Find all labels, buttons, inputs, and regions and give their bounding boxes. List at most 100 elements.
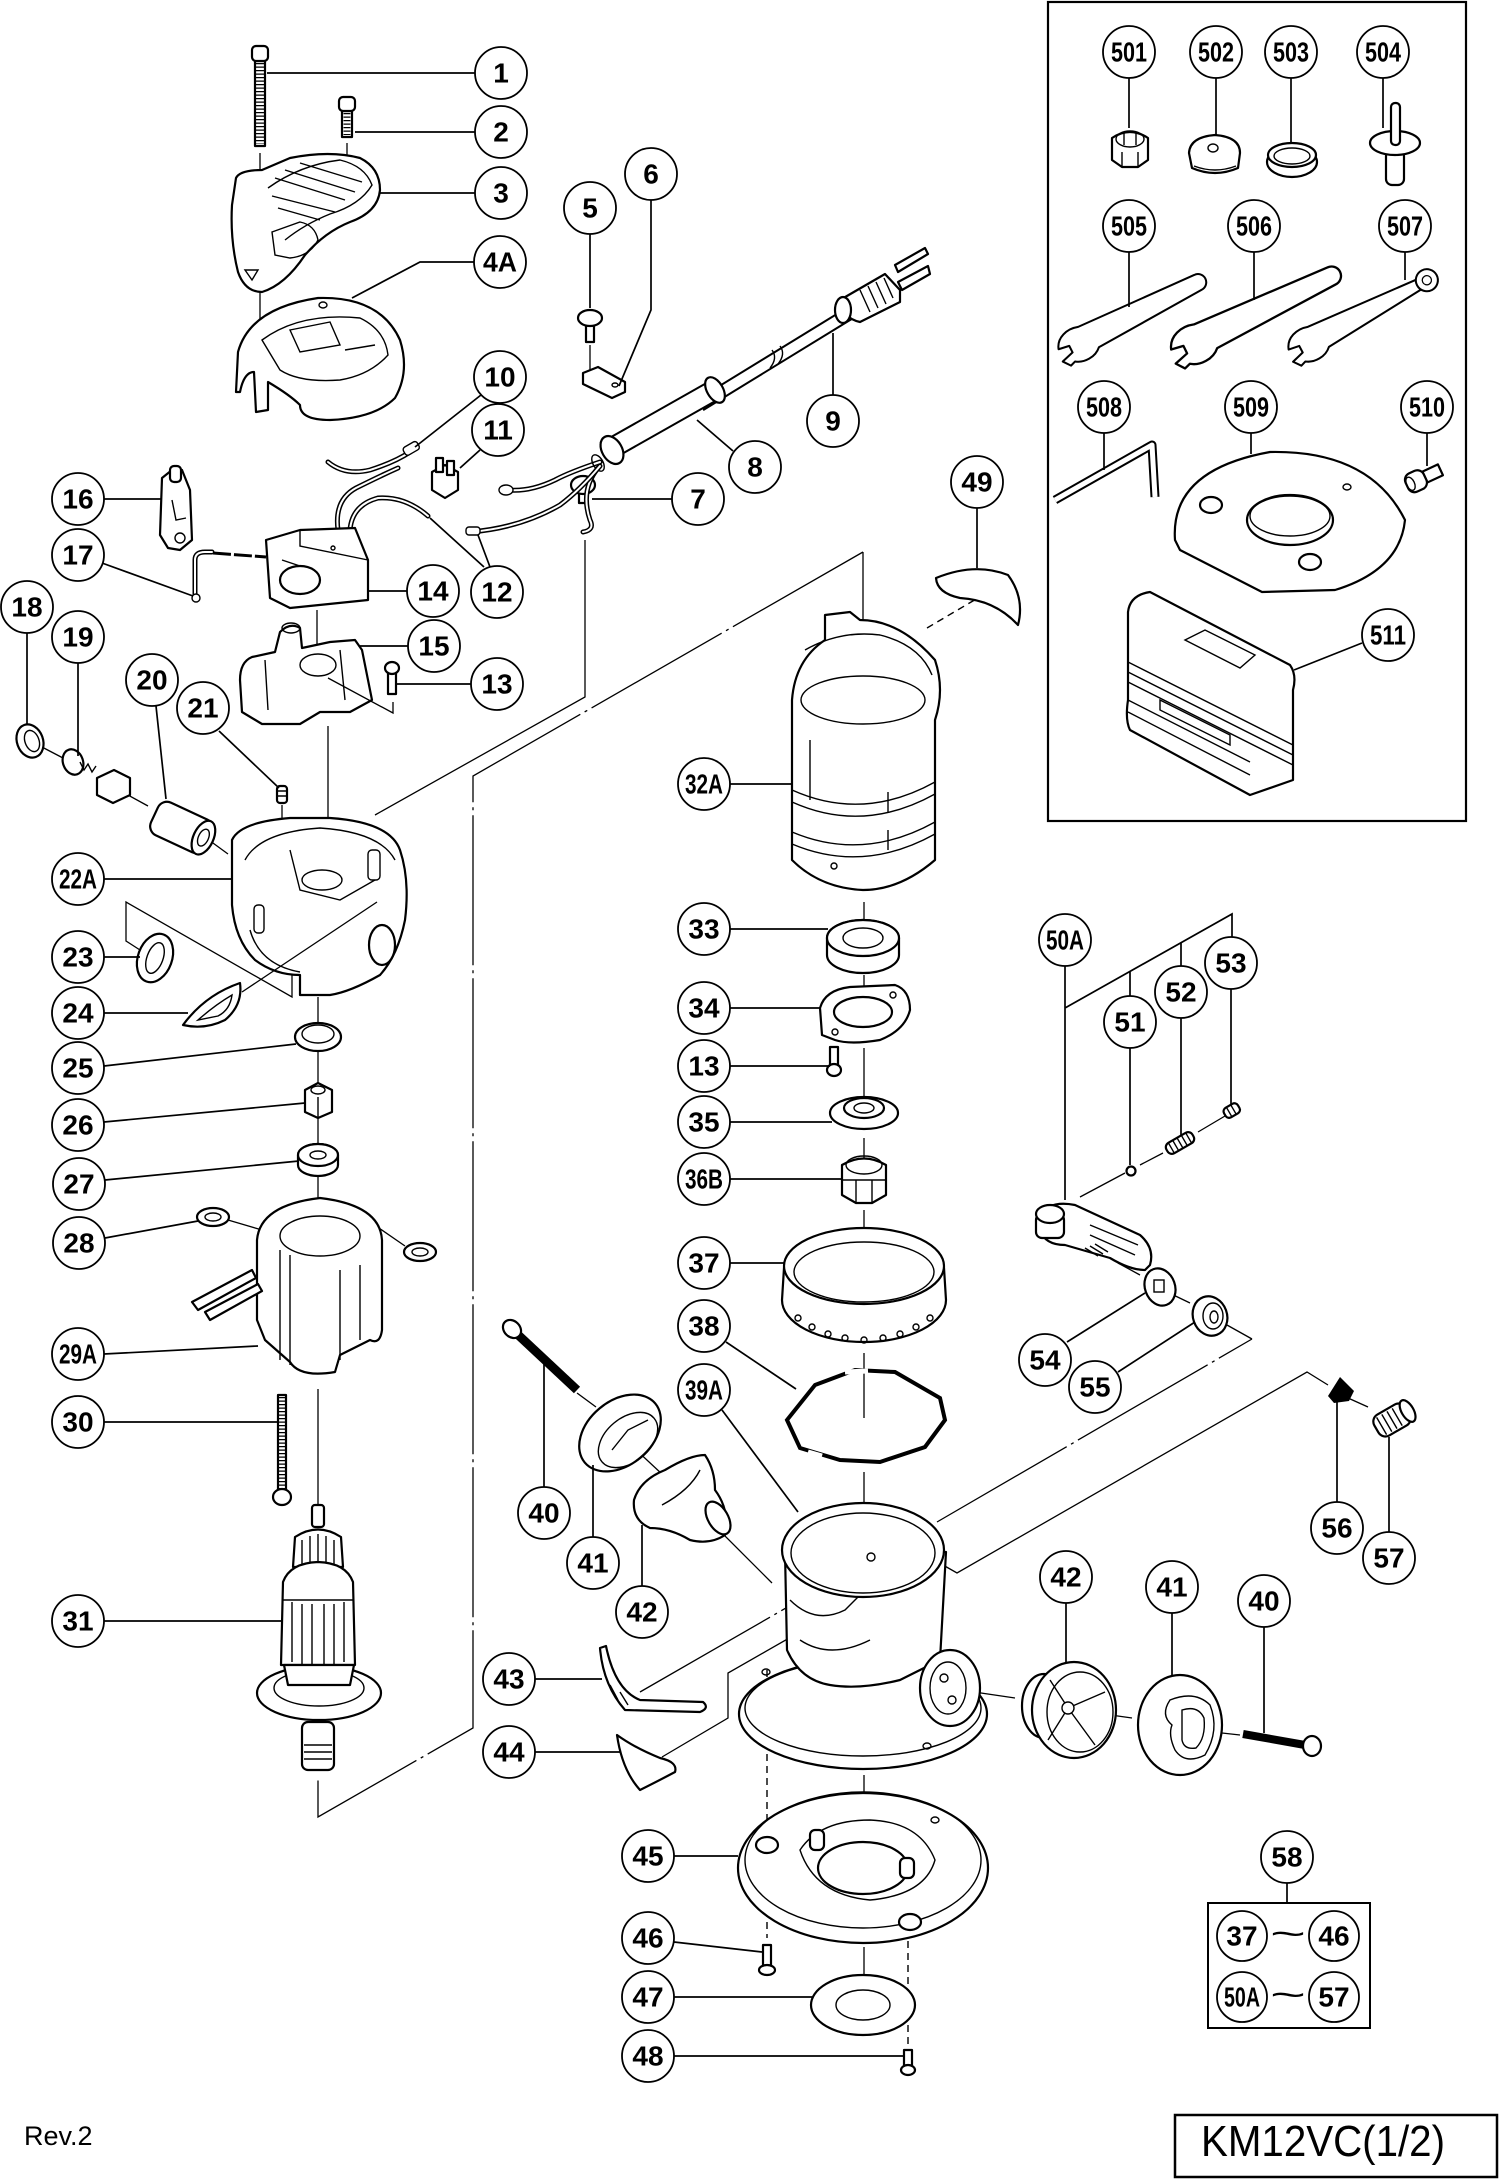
callout-504: 504 bbox=[1356, 25, 1410, 79]
part-20-brush-holder bbox=[149, 800, 217, 856]
part-internal-wires bbox=[498, 459, 603, 535]
callout-42-left: 42 bbox=[615, 1585, 669, 1639]
leader-10 bbox=[414, 394, 482, 448]
callout-10: 10 bbox=[473, 350, 527, 404]
callout-label: 28 bbox=[63, 1228, 94, 1259]
part-49-nameplate bbox=[934, 568, 1022, 627]
part-506-wrench bbox=[1169, 265, 1343, 370]
callout-15: 15 bbox=[407, 619, 461, 673]
callout-506: 506 bbox=[1227, 199, 1281, 253]
callout-41-right: 41 bbox=[1145, 1560, 1199, 1614]
part-33-ball-bearing bbox=[825, 918, 901, 975]
leader-27 bbox=[104, 1160, 300, 1181]
callout-2: 2 bbox=[474, 105, 528, 159]
callout-label: 15 bbox=[418, 631, 449, 662]
callout-7: 7 bbox=[671, 472, 725, 526]
callout-label: 55 bbox=[1079, 1372, 1110, 1403]
part-55-knob bbox=[1191, 1295, 1229, 1337]
accessories-panel bbox=[1046, 0, 1468, 823]
callout-label: 32A bbox=[685, 769, 723, 800]
callout-43: 43 bbox=[482, 1652, 536, 1706]
callout-510: 510 bbox=[1400, 380, 1454, 434]
callout-5: 5 bbox=[563, 181, 617, 235]
range-from: 50A bbox=[1224, 1982, 1260, 2013]
leader-50a bbox=[1064, 912, 1233, 1200]
callout-57: 57 bbox=[1362, 1531, 1416, 1585]
callout-13-lower: 13 bbox=[677, 1039, 731, 1093]
part-24-nameplate bbox=[181, 901, 378, 1028]
part-6-cord-clip bbox=[581, 365, 627, 400]
callout-label: 9 bbox=[825, 406, 841, 437]
callout-label: 19 bbox=[62, 622, 93, 653]
callout-label: 14 bbox=[417, 576, 449, 607]
callout-16: 16 bbox=[51, 472, 105, 526]
callout-44: 44 bbox=[482, 1725, 536, 1779]
callout-label: 11 bbox=[483, 415, 513, 446]
callout-label: 20 bbox=[136, 665, 167, 696]
callout-label: 42 bbox=[626, 1597, 657, 1628]
callout-label: 505 bbox=[1111, 211, 1147, 242]
part-29a-stator bbox=[190, 1196, 384, 1375]
callout-label: 57 bbox=[1373, 1543, 1404, 1574]
part-17-switch-lever bbox=[191, 549, 267, 603]
part-31-armature bbox=[255, 1503, 383, 1772]
callout-503: 503 bbox=[1264, 25, 1318, 79]
callout-36b: 36B bbox=[677, 1152, 731, 1206]
part-19-carbon-brush bbox=[61, 748, 132, 805]
callout-41-left: 41 bbox=[566, 1536, 620, 1590]
callout-label: 22A bbox=[59, 864, 97, 895]
callout-label: 10 bbox=[484, 362, 515, 393]
part-510-screw bbox=[1403, 463, 1445, 494]
leader-6 bbox=[618, 200, 652, 387]
callout-label: 42 bbox=[1050, 1562, 1081, 1593]
callout-37: 37 bbox=[677, 1236, 731, 1290]
callout-1: 1 bbox=[474, 46, 528, 100]
part-11-terminal bbox=[430, 456, 460, 500]
callout-56: 56 bbox=[1310, 1501, 1364, 1555]
callout-label: 31 bbox=[62, 1606, 93, 1637]
callout-47: 47 bbox=[621, 1970, 675, 2024]
callout-label: 34 bbox=[688, 993, 720, 1024]
part-40-screw-right bbox=[1242, 1730, 1323, 1758]
callout-label: 509 bbox=[1233, 392, 1269, 423]
part-38-spring-ring bbox=[784, 1367, 948, 1465]
callout-label: 4A bbox=[483, 247, 517, 278]
part-53-set-screw bbox=[1222, 1102, 1242, 1119]
callout-label: 44 bbox=[493, 1737, 525, 1768]
callout-40-left: 40 bbox=[517, 1486, 571, 1540]
leader-lines bbox=[26, 72, 1428, 2057]
part-2-screw bbox=[337, 95, 357, 139]
leader-54 bbox=[1066, 1292, 1146, 1343]
part-27-ball-bearing bbox=[296, 1142, 340, 1178]
callout-501: 501 bbox=[1102, 25, 1156, 79]
callout-label: 16 bbox=[62, 484, 93, 515]
leader-25 bbox=[103, 1043, 297, 1067]
callout-12: 12 bbox=[470, 565, 524, 619]
part-21-set-screw bbox=[275, 784, 289, 805]
leader-12 bbox=[429, 517, 491, 568]
part-15-switch-holder bbox=[238, 622, 374, 726]
callout-53: 53 bbox=[1204, 936, 1258, 990]
callout-label: 40 bbox=[1248, 1586, 1279, 1617]
part-42-handle-right bbox=[1020, 1660, 1118, 1760]
part-9-power-cord bbox=[696, 246, 932, 411]
leader-21 bbox=[218, 730, 280, 789]
set-range-row-1: 37 ~ 46 bbox=[1216, 1910, 1360, 1962]
callout-label: 6 bbox=[643, 159, 659, 190]
callout-28: 28 bbox=[52, 1216, 106, 1270]
callout-3: 3 bbox=[474, 166, 528, 220]
part-13-screw-upper bbox=[327, 660, 401, 715]
part-511-carrying-case bbox=[1125, 590, 1296, 797]
callout-21: 21 bbox=[176, 681, 230, 735]
callout-508: 508 bbox=[1077, 380, 1131, 434]
range-from: 37 bbox=[1226, 1921, 1257, 1952]
leader-8 bbox=[696, 419, 734, 452]
part-502-cap bbox=[1187, 133, 1242, 175]
part-40-screw-left bbox=[501, 1318, 581, 1394]
callout-39a: 39A bbox=[677, 1363, 731, 1417]
callout-507: 507 bbox=[1378, 199, 1432, 253]
callout-label: 35 bbox=[688, 1107, 719, 1138]
leader-20 bbox=[155, 705, 167, 800]
part-22a-motor-housing bbox=[230, 816, 408, 997]
callout-label: 24 bbox=[62, 998, 94, 1029]
